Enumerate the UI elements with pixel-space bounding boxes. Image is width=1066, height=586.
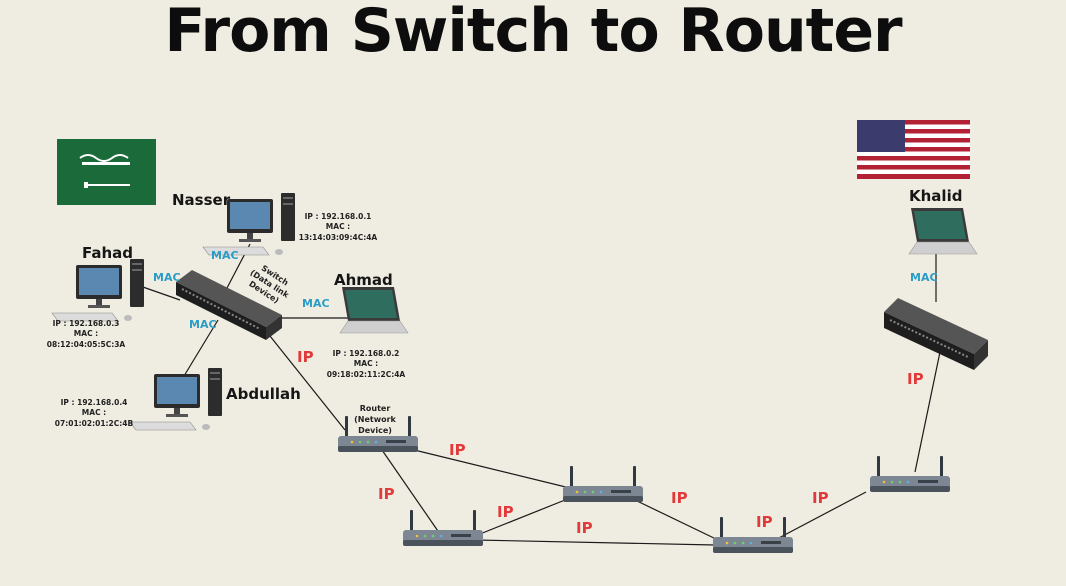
svg-text:MAC :: MAC : bbox=[74, 329, 98, 338]
ip-link-label: IP bbox=[576, 519, 593, 537]
svg-text:07:01:02:01:2C:4B: 07:01:02:01:2C:4B bbox=[55, 419, 134, 428]
svg-text:IP : 192.168.0.4: IP : 192.168.0.4 bbox=[61, 398, 128, 407]
network-links bbox=[139, 243, 941, 546]
router-icon bbox=[403, 510, 483, 546]
ip-link-label: IP bbox=[756, 513, 773, 531]
ahmad-address-info: IP : 192.168.0.2 MAC : 09:18:02:11:2C:4A bbox=[327, 349, 406, 379]
mac-link-label: MAC bbox=[189, 318, 217, 331]
mac-link-label: MAC bbox=[910, 271, 938, 284]
nasser-address-info: IP : 192.168.0.1 MAC : 13:14:03:09:4C:4A bbox=[299, 212, 378, 242]
abdullah-address-info: IP : 192.168.0.4 MAC : 07:01:02:01:2C:4B bbox=[55, 398, 134, 428]
fahad-computer-icon bbox=[51, 258, 145, 322]
ahmad-laptop-icon bbox=[339, 286, 409, 334]
svg-text:08:12:04:05:5C:3A: 08:12:04:05:5C:3A bbox=[47, 340, 126, 349]
svg-text:MAC :: MAC : bbox=[354, 359, 378, 368]
svg-text:IP : 192.168.0.2: IP : 192.168.0.2 bbox=[333, 349, 400, 358]
mac-link-label: MAC bbox=[302, 297, 330, 310]
svg-text:Router: Router bbox=[360, 404, 391, 413]
mac-link-label: MAC bbox=[153, 271, 181, 284]
router-icon bbox=[713, 517, 793, 553]
switch-right bbox=[884, 298, 988, 370]
abdullah-computer-icon bbox=[129, 367, 223, 431]
router-icon bbox=[870, 456, 950, 492]
ip-link-label: IP bbox=[497, 503, 514, 521]
svg-text:13:14:03:09:4C:4A: 13:14:03:09:4C:4A bbox=[299, 233, 378, 242]
nasser-label: Nasser bbox=[172, 191, 231, 209]
fahad-address-info: IP : 192.168.0.3 MAC : 08:12:04:05:5C:3A bbox=[47, 319, 126, 349]
ip-link-label: IP bbox=[907, 370, 924, 388]
svg-text:09:18:02:11:2C:4A: 09:18:02:11:2C:4A bbox=[327, 370, 406, 379]
svg-text:MAC :: MAC : bbox=[82, 408, 106, 417]
khalid-label: Khalid bbox=[909, 187, 962, 205]
ip-link-label: IP bbox=[297, 348, 314, 366]
ahmad-label: Ahmad bbox=[334, 271, 393, 289]
router-icon bbox=[563, 466, 643, 502]
mac-link-label: MAC bbox=[211, 249, 239, 262]
svg-text:(Network: (Network bbox=[354, 415, 396, 424]
svg-text:Device): Device) bbox=[358, 426, 392, 435]
ip-link-label: IP bbox=[812, 489, 829, 507]
page-title: From Switch to Router bbox=[164, 0, 902, 66]
switch-left bbox=[176, 270, 282, 340]
router-label: Router (Network Device) bbox=[354, 404, 396, 435]
fahad-label: Fahad bbox=[82, 244, 133, 262]
ip-link-label: IP bbox=[449, 441, 466, 459]
svg-text:IP : 192.168.0.1: IP : 192.168.0.1 bbox=[305, 212, 372, 221]
khalid-laptop-icon bbox=[908, 207, 978, 255]
abdullah-label: Abdullah bbox=[226, 385, 301, 403]
saudi-arabia-flag bbox=[57, 139, 156, 205]
ip-link-label: IP bbox=[671, 489, 688, 507]
svg-text:MAC :: MAC : bbox=[326, 222, 350, 231]
united-states-flag bbox=[857, 120, 970, 179]
svg-text:IP : 192.168.0.3: IP : 192.168.0.3 bbox=[53, 319, 120, 328]
ip-link-label: IP bbox=[378, 485, 395, 503]
